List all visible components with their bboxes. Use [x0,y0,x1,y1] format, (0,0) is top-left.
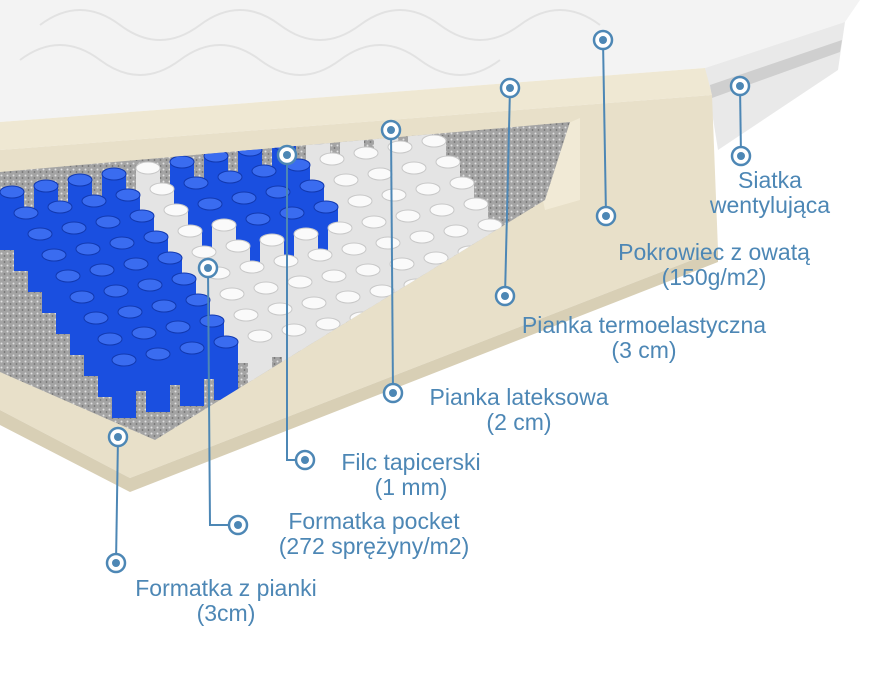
label-line: Siatka [738,167,802,193]
label-line: (150g/m2) [661,264,767,290]
callout-marker-icon [499,77,521,99]
callout-marker-icon [592,29,614,51]
label-line: Pianka lateksowa [429,384,609,410]
spring [213,335,239,400]
label-line: Filc tapicerski [341,449,481,475]
callout-marker-icon [294,449,316,471]
label-thermoelastic-foam: Pianka termoelastyczna (3 cm) [494,313,794,363]
label-latex-foam: Pianka lateksowa (2 cm) [406,385,632,435]
pocket-springs [0,122,545,418]
callout-marker-icon [595,205,617,227]
label-cover: Pokrowiec z owatą (150g/m2) [590,240,838,290]
label-line: (2 cm) [486,409,552,435]
label-line: (272 sprężyny/m2) [278,533,470,559]
label-line: (1 mm) [374,474,448,500]
mattress-top-quilt [0,0,860,122]
callout-marker-icon [107,426,129,448]
callout-marker-icon [494,285,516,307]
label-pocket-springs: Formatka pocket (272 sprężyny/m2) [248,509,500,559]
label-line: Pianka termoelastyczna [521,312,767,338]
thermoelastic-foam-layer [0,68,712,150]
label-foam-frame: Formatka z pianki (3cm) [112,576,340,626]
callout-marker-icon [382,382,404,404]
label-ventilation-mesh: Siatka wentylująca [700,168,840,218]
label-line: Pokrowiec z owatą [618,239,810,265]
callout-marker-icon [276,144,298,166]
spring [145,347,171,412]
label-line: (3cm) [196,600,256,626]
spring [111,353,137,418]
callout-marker-icon [227,514,249,536]
quilt-pattern [19,9,601,76]
label-line: Formatka z pianki [135,575,317,601]
callout-marker-icon [105,552,127,574]
label-felt: Filc tapicerski (1 mm) [324,450,498,500]
callout-marker-icon [729,75,751,97]
label-line: Formatka pocket [288,508,460,534]
callout-marker-icon [197,257,219,279]
label-line: (3 cm) [611,337,677,363]
spring [179,341,205,406]
callout-marker-icon [380,119,402,141]
label-line: wentylująca [709,192,831,218]
callout-marker-icon [730,145,752,167]
